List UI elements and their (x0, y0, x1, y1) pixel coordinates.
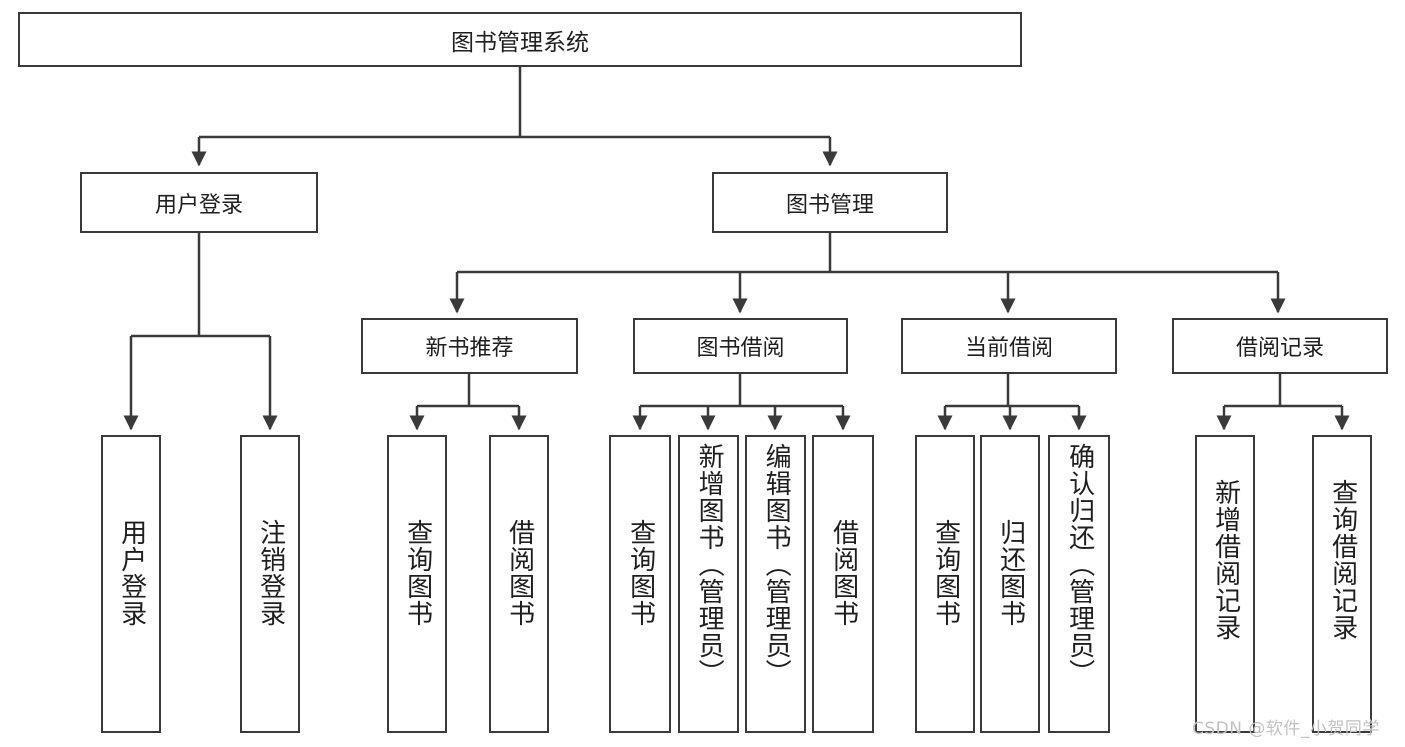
node-book-management-label: 图书管理 (785, 192, 874, 218)
node-leaf-return-book[interactable]: 归还图书 (980, 435, 1040, 733)
node-leaf-edit-book-admin[interactable]: 编辑图书（管理员） (745, 435, 806, 733)
node-leaf-borrow-book-2-label: 借阅图书 (828, 519, 859, 627)
node-user-login[interactable]: 用户登录 (80, 172, 318, 233)
node-leaf-query-book-1[interactable]: 查询图书 (387, 435, 447, 733)
node-leaf-add-borrow-record[interactable]: 新增借阅记录 (1195, 435, 1255, 733)
node-leaf-logout-login[interactable]: 注销登录 (240, 435, 300, 733)
node-leaf-query-book-3-label: 查询图书 (930, 519, 961, 627)
node-book-borrow-label: 图书借阅 (696, 336, 785, 361)
node-leaf-edit-book-admin-label: 编辑图书（管理员） (761, 443, 792, 686)
node-leaf-add-book-admin-label: 新增图书（管理员） (694, 443, 725, 686)
node-leaf-query-borrow-record[interactable]: 查询借阅记录 (1312, 435, 1372, 733)
node-leaf-query-borrow-record-label: 查询借阅记录 (1327, 479, 1358, 641)
node-leaf-query-book-2-label: 查询图书 (625, 519, 656, 627)
node-leaf-user-login[interactable]: 用户登录 (101, 435, 161, 733)
node-leaf-query-book-2[interactable]: 查询图书 (609, 435, 671, 733)
node-leaf-logout-login-label: 注销登录 (255, 519, 286, 627)
node-leaf-add-book-admin[interactable]: 新增图书（管理员） (678, 435, 739, 733)
node-leaf-confirm-return-admin[interactable]: 确认归还（管理员） (1048, 435, 1110, 733)
node-new-book-recommend[interactable]: 新书推荐 (361, 318, 578, 374)
node-user-login-label: 用户登录 (154, 192, 243, 218)
node-leaf-return-book-label: 归还图书 (995, 519, 1026, 627)
node-leaf-borrow-book-2[interactable]: 借阅图书 (812, 435, 874, 733)
node-current-borrow[interactable]: 当前借阅 (901, 318, 1117, 374)
node-new-book-recommend-label: 新书推荐 (425, 336, 514, 361)
node-book-borrow[interactable]: 图书借阅 (633, 318, 848, 374)
node-borrow-record-label: 借阅记录 (1235, 336, 1324, 361)
node-leaf-borrow-book-1[interactable]: 借阅图书 (489, 435, 549, 733)
node-leaf-query-book-3[interactable]: 查询图书 (915, 435, 975, 733)
node-current-borrow-label: 当前借阅 (964, 336, 1053, 361)
node-leaf-confirm-return-admin-label: 确认归还（管理员） (1064, 443, 1095, 686)
node-root[interactable]: 图书管理系统 (18, 12, 1022, 67)
watermark: CSDN @软件_小贺同学 (1192, 714, 1380, 739)
node-borrow-record[interactable]: 借阅记录 (1172, 318, 1388, 374)
node-leaf-borrow-book-1-label: 借阅图书 (504, 519, 535, 627)
node-leaf-add-borrow-record-label: 新增借阅记录 (1210, 479, 1241, 641)
node-book-management[interactable]: 图书管理 (712, 172, 948, 233)
node-leaf-user-login-label: 用户登录 (116, 519, 147, 627)
node-leaf-query-book-1-label: 查询图书 (402, 519, 433, 627)
watermark-text: CSDN @软件_小贺同学 (1192, 719, 1380, 739)
node-root-label: 图书管理系统 (451, 29, 589, 56)
